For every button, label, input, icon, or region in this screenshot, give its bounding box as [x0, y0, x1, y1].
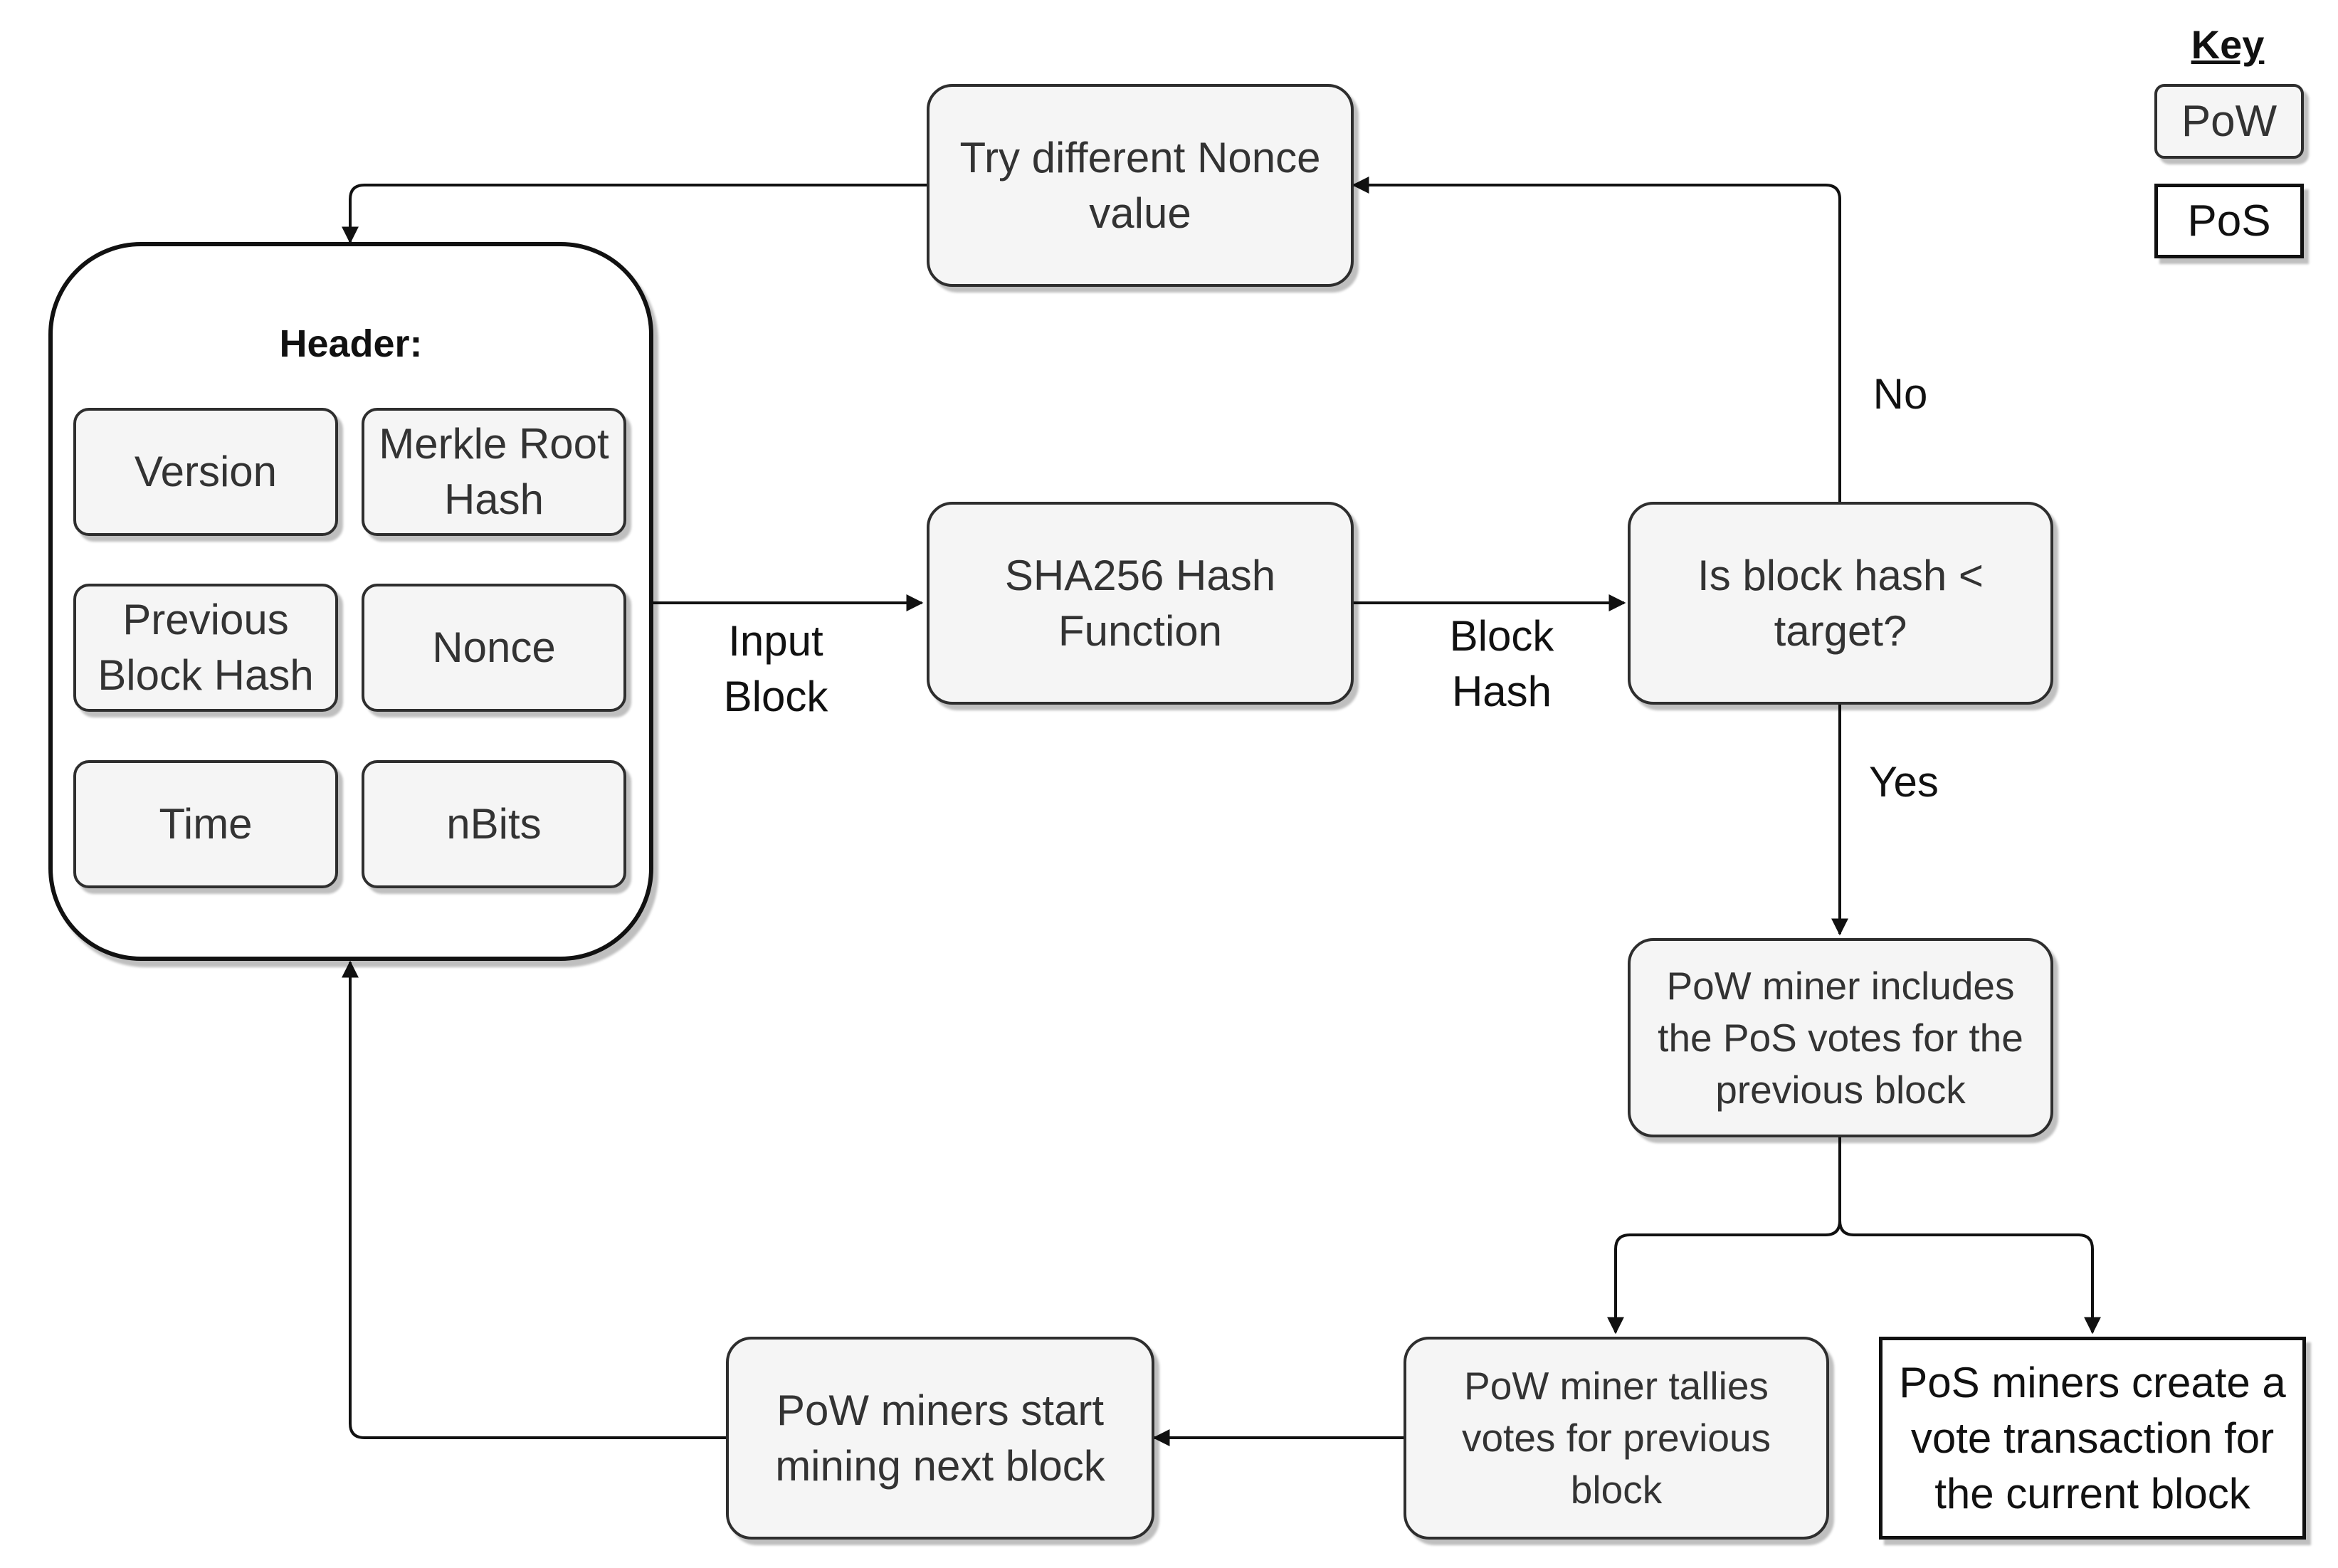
- node-pow-tallies-votes: PoW miner tallies votes for previous blo…: [1404, 1337, 1829, 1540]
- edge-no: [1352, 177, 1841, 502]
- header-field-nonce: Nonce: [362, 584, 626, 712]
- header-field-nbits: nBits: [362, 760, 626, 888]
- edge-label-no: No: [1873, 370, 1928, 418]
- header-field-merkle-root: Merkle Root Hash: [362, 408, 626, 536]
- node-try-different-nonce: Try different Nonce value: [927, 84, 1354, 287]
- node-sha256-hash-function: SHA256 Hash Function: [927, 502, 1354, 705]
- header-field-version: Version: [73, 408, 338, 536]
- edge-label-block-hash: Block Hash: [1449, 612, 1554, 715]
- node-pos-create-vote-transaction: PoS miners create a vote transaction for…: [1879, 1337, 2306, 1540]
- key-pow-swatch: PoW: [2154, 84, 2304, 159]
- node-pow-includes-pos-votes: PoW miner includes the PoS votes for the…: [1628, 938, 2053, 1137]
- node-block-hash-comparison: Is block hash < target?: [1628, 502, 2053, 705]
- node-pow-start-mining-next-block: PoW miners start mining next block: [726, 1337, 1154, 1540]
- edge-retry: [342, 184, 927, 244]
- key-title: Key: [2191, 22, 2265, 67]
- edge-split-to-tally: [1607, 1137, 1841, 1335]
- edge-label-yes: Yes: [1869, 758, 1939, 806]
- key-pos-swatch: PoS: [2154, 184, 2304, 258]
- header-title: Header:: [279, 322, 423, 365]
- header-field-time: Time: [73, 760, 338, 888]
- edge-label-input-block: Input Block: [723, 617, 828, 720]
- edge-mining-to-header: [342, 960, 726, 1439]
- header-field-previous-block-hash: Previous Block Hash: [73, 584, 338, 712]
- edge-split-to-pos: [1838, 1220, 2101, 1335]
